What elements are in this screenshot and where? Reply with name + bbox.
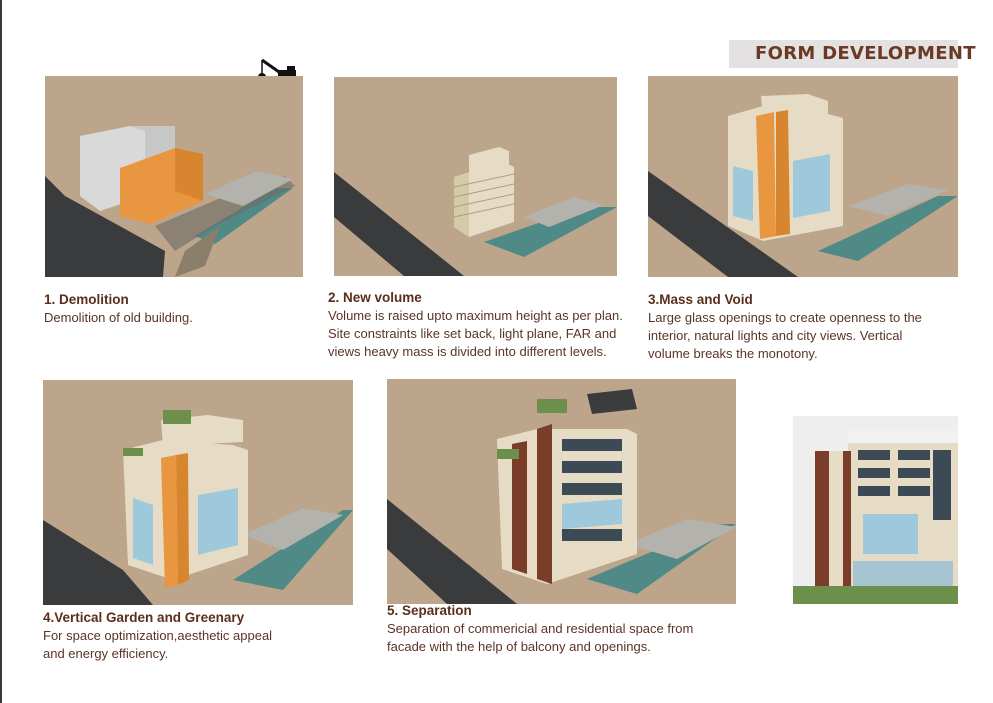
step-4-caption: 4.Vertical Garden and Greenary For space…: [43, 609, 363, 663]
step-5-line-1: Separation of commericial and residentia…: [387, 620, 747, 638]
step-3-line-2: interior, natural lights and city views.…: [648, 327, 968, 345]
new-volume-render: [334, 77, 617, 276]
step-3-heading: 3.Mass and Void: [648, 291, 968, 309]
step-1-caption: 1. Demolition Demolition of old building…: [44, 291, 304, 327]
step-1-line-1: Demolition of old building.: [44, 309, 304, 327]
separation-render: [387, 379, 736, 604]
step-2-line-2: Site constraints like set back, light pl…: [328, 325, 648, 343]
step-5-heading: 5. Separation: [387, 602, 747, 620]
step-2-line-1: Volume is raised upto maximum height as …: [328, 307, 648, 325]
step-3-line-3: volume breaks the monotony.: [648, 345, 968, 363]
step-5-line-2: facade with the help of balcony and open…: [387, 638, 747, 656]
section-header: FORM DEVELOPMENT: [729, 40, 958, 68]
step-2-line-3: views heavy mass is divided into differe…: [328, 343, 648, 361]
step-4-line-2: and energy efficiency.: [43, 645, 363, 663]
step-3-line-1: Large glass openings to create openness …: [648, 309, 968, 327]
step-3-caption: 3.Mass and Void Large glass openings to …: [648, 291, 968, 363]
step-2-caption: 2. New volume Volume is raised upto maxi…: [328, 289, 648, 361]
step-1-heading: 1. Demolition: [44, 291, 304, 309]
page-title: FORM DEVELOPMENT: [755, 43, 976, 64]
demolition-render: [45, 76, 303, 277]
step-2-heading: 2. New volume: [328, 289, 648, 307]
step-4-heading: 4.Vertical Garden and Greenary: [43, 609, 363, 627]
step-5-caption: 5. Separation Separation of commericial …: [387, 602, 747, 656]
final-elevation-render: [793, 416, 958, 604]
left-border-rule: [0, 0, 2, 703]
vertical-garden-render: [43, 380, 353, 605]
mass-and-void-render: [648, 76, 958, 277]
step-4-line-1: For space optimization,aesthetic appeal: [43, 627, 363, 645]
